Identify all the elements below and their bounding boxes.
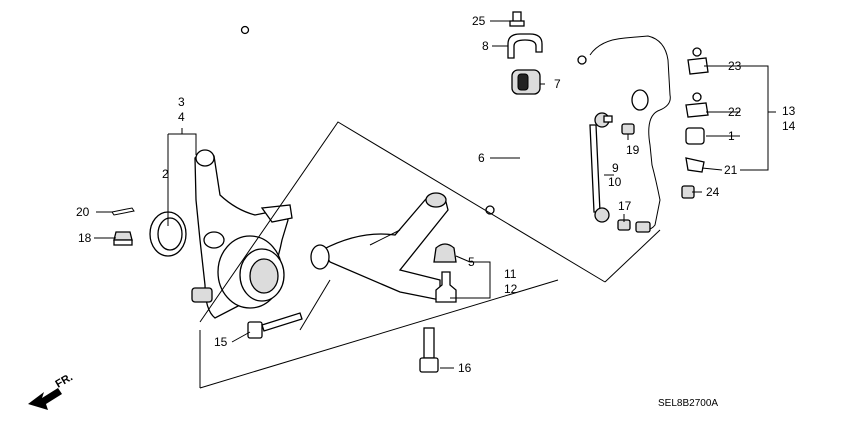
callout-12: 12 bbox=[504, 282, 518, 296]
callout-4: 4 bbox=[178, 110, 185, 124]
callout-23: 23 bbox=[728, 59, 742, 73]
stabilizer-bushing bbox=[511, 69, 541, 95]
clamp-22 bbox=[685, 92, 709, 118]
callout-21: 21 bbox=[724, 163, 738, 177]
abs-sensor-wire bbox=[577, 35, 671, 233]
bushing-bolt bbox=[509, 11, 525, 27]
group-lines bbox=[199, 121, 661, 389]
cotter-pin bbox=[111, 207, 135, 216]
lower-arm bbox=[310, 192, 449, 301]
callouts: 3 4 2 20 18 15 16 5 11 12 6 25 8 7 9 10 … bbox=[76, 14, 796, 375]
leader-lines bbox=[94, 20, 776, 369]
bushing-holder bbox=[507, 33, 543, 59]
callout-18: 18 bbox=[78, 231, 92, 245]
stabilizer-bar bbox=[240, 11, 524, 215]
callout-8: 8 bbox=[482, 39, 489, 53]
callout-2: 2 bbox=[162, 167, 169, 181]
lower-ball-joint-nut bbox=[191, 287, 213, 303]
callout-16: 16 bbox=[458, 361, 472, 375]
front-arrow-icon bbox=[28, 388, 62, 410]
ball-joint-boot bbox=[433, 243, 457, 263]
clamp-1 bbox=[685, 127, 705, 145]
nut-19 bbox=[621, 123, 635, 135]
callout-5: 5 bbox=[468, 255, 475, 269]
callout-10: 10 bbox=[608, 175, 622, 189]
callout-19: 19 bbox=[626, 143, 640, 157]
clamp-23 bbox=[687, 47, 709, 75]
direction-label: FR. bbox=[54, 371, 75, 390]
front-direction-indicator: FR. bbox=[28, 371, 75, 410]
ball-joint bbox=[435, 271, 457, 303]
callout-15: 15 bbox=[214, 335, 228, 349]
callout-14: 14 bbox=[782, 119, 796, 133]
callout-13: 13 bbox=[782, 104, 796, 118]
callout-17: 17 bbox=[618, 199, 632, 213]
callout-24: 24 bbox=[706, 185, 720, 199]
stabilizer-link bbox=[589, 112, 613, 223]
callout-1: 1 bbox=[728, 129, 735, 143]
knuckle bbox=[194, 149, 293, 319]
callout-25: 25 bbox=[472, 14, 486, 28]
callout-7: 7 bbox=[554, 77, 561, 91]
bolt-15 bbox=[247, 312, 303, 339]
callout-6: 6 bbox=[478, 151, 485, 165]
callout-9: 9 bbox=[612, 161, 619, 175]
clamp-21 bbox=[685, 157, 705, 173]
callout-22: 22 bbox=[728, 105, 742, 119]
diagram-code: SEL8B2700A bbox=[658, 398, 718, 409]
callout-11: 11 bbox=[504, 267, 517, 281]
callout-20: 20 bbox=[76, 205, 90, 219]
lock-nut-18 bbox=[113, 231, 133, 246]
bolt-16 bbox=[419, 327, 439, 373]
callout-3: 3 bbox=[178, 95, 185, 109]
